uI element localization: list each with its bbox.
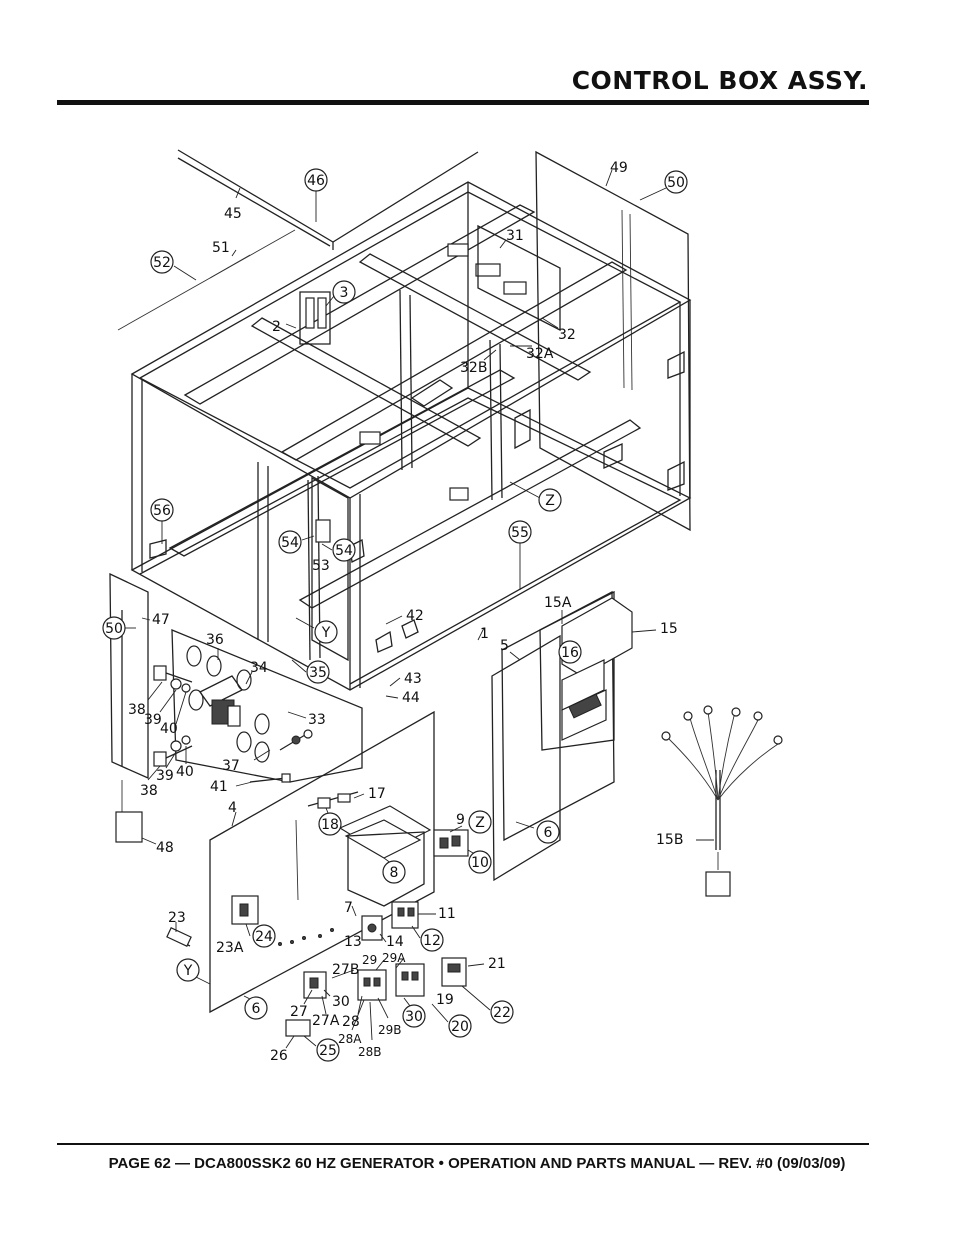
callout-25: 25 (319, 1043, 337, 1059)
callout-30-right: 30 (405, 1009, 423, 1025)
callout-32b: 32B (460, 360, 487, 376)
callout-53: 53 (312, 558, 330, 574)
callout-14: 14 (386, 934, 404, 950)
callout-45: 45 (224, 206, 242, 222)
roof-panel (117, 149, 479, 331)
callout-17: 17 (368, 786, 386, 802)
callout-24: 24 (255, 929, 273, 945)
callout-43: 43 (404, 671, 422, 687)
callout-8: 8 (390, 865, 399, 881)
callout-15a: 15A (544, 595, 572, 611)
callout-9: 9 (456, 812, 465, 828)
left-panel (109, 572, 363, 843)
header-rule (57, 100, 869, 105)
callout-54-left: 54 (281, 535, 299, 551)
footer-rule (57, 1143, 869, 1145)
callout-5: 5 (500, 638, 509, 654)
callout-32: 32 (558, 327, 576, 343)
callout-3: 3 (340, 285, 349, 301)
rear-panels (491, 590, 633, 882)
callout-56: 56 (153, 503, 171, 519)
callout-30-left: 30 (332, 994, 350, 1010)
callout-28a: 28A (338, 1032, 362, 1046)
callout-54-right: 54 (335, 543, 353, 559)
callout-33: 33 (308, 712, 326, 728)
callout-z-top: Z (545, 493, 555, 509)
callout-10: 10 (471, 855, 489, 871)
callout-38-top: 38 (128, 702, 146, 718)
callout-28b: 28B (358, 1045, 382, 1059)
callout-labels: 46 52 50 3 Z 56 54 54 55 Y 50 35 16 18 Z… (102, 160, 688, 1064)
callout-18: 18 (321, 817, 339, 833)
callout-55: 55 (511, 525, 529, 541)
callout-44: 44 (402, 690, 420, 706)
callout-16: 16 (561, 645, 579, 661)
callout-40-bottom: 40 (176, 764, 194, 780)
wire-harness (661, 705, 783, 897)
callout-49: 49 (610, 160, 628, 176)
callout-29b: 29B (378, 1023, 402, 1037)
callout-22: 22 (493, 1005, 511, 1021)
callout-32a: 32A (526, 346, 554, 362)
callout-37: 37 (222, 758, 240, 774)
callout-27a: 27A (312, 1013, 340, 1029)
callout-6-bottom: 6 (252, 1001, 261, 1017)
callout-y-bottom: Y (183, 963, 193, 979)
callout-21: 21 (488, 956, 506, 972)
callout-12: 12 (423, 933, 441, 949)
callout-4: 4 (228, 800, 237, 816)
callout-26: 26 (270, 1048, 288, 1064)
callout-39-top: 39 (144, 712, 162, 728)
callout-50-left: 50 (105, 621, 123, 637)
callout-40-top: 40 (160, 721, 178, 737)
callout-7: 7 (344, 900, 353, 916)
callout-y-top: Y (321, 625, 331, 641)
callout-38-bottom: 38 (140, 783, 158, 799)
callout-28: 28 (342, 1014, 360, 1030)
side-panel-right (535, 150, 691, 532)
callout-51: 51 (212, 240, 230, 256)
callout-29: 29 (362, 953, 377, 967)
callout-15: 15 (660, 621, 678, 637)
callout-23: 23 (168, 910, 186, 926)
leader-lines (124, 169, 714, 1049)
callout-11: 11 (438, 906, 456, 922)
callout-6-right: 6 (544, 825, 553, 841)
callout-34: 34 (250, 660, 268, 676)
callout-46: 46 (307, 173, 325, 189)
page-footer: PAGE 62 — DCA800SSK2 60 HZ GENERATOR • O… (108, 1155, 846, 1172)
callout-23a: 23A (216, 940, 244, 956)
callout-31: 31 (506, 228, 524, 244)
callout-27b: 27B (332, 962, 359, 978)
callout-z-bottom: Z (475, 815, 485, 831)
callout-1: 1 (480, 626, 489, 642)
callout-15b: 15B (656, 832, 683, 848)
frame-assembly (130, 181, 692, 691)
callout-2: 2 (272, 319, 281, 335)
callout-20: 20 (451, 1019, 469, 1035)
control-panel (166, 710, 469, 1037)
callout-13: 13 (344, 934, 362, 950)
callout-39-bottom: 39 (156, 768, 174, 784)
callout-19: 19 (436, 992, 454, 1008)
callout-41: 41 (210, 779, 228, 795)
callout-35: 35 (309, 665, 327, 681)
page-title: CONTROL BOX ASSY. (571, 66, 868, 95)
callout-36: 36 (206, 632, 224, 648)
callout-47: 47 (152, 612, 170, 628)
callout-27: 27 (290, 1004, 308, 1020)
callout-48: 48 (156, 840, 174, 856)
callout-52: 52 (153, 255, 171, 271)
callout-29a: 29A (382, 951, 406, 965)
callout-42: 42 (406, 608, 424, 624)
callout-50-top: 50 (667, 175, 685, 191)
